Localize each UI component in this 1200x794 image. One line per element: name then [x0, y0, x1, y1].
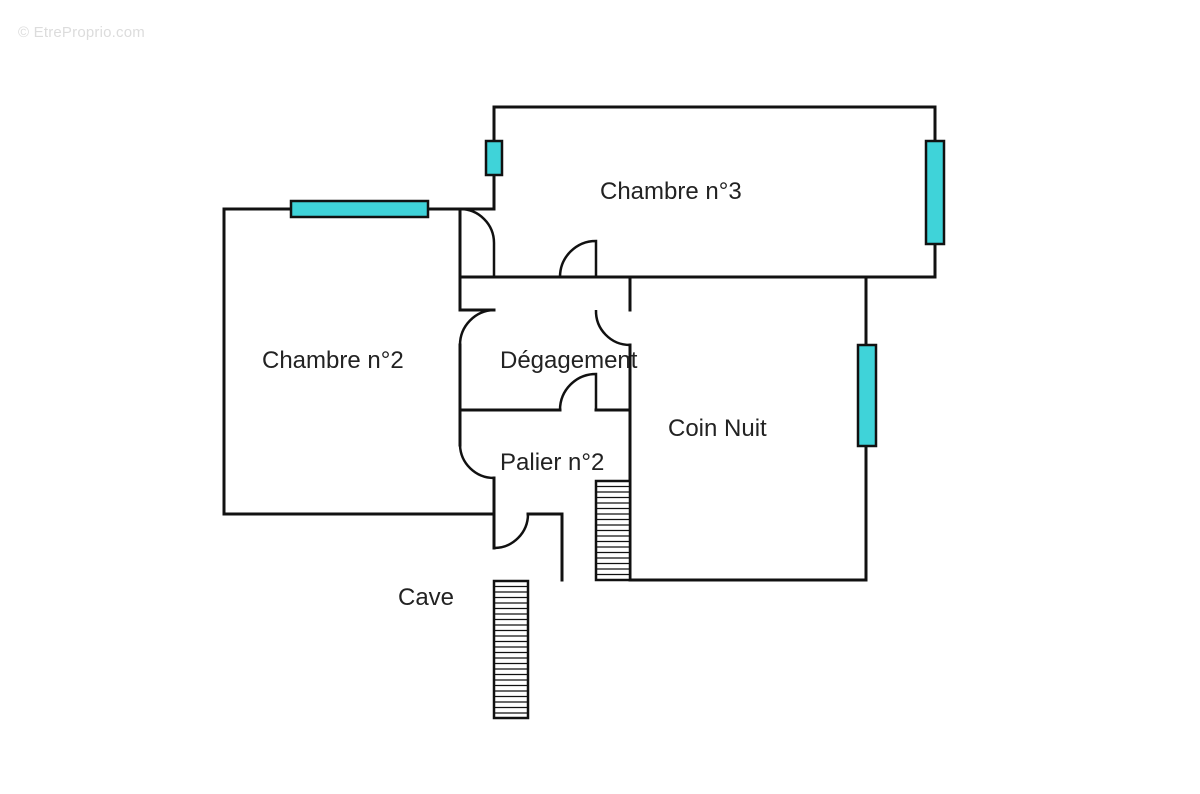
doors — [458, 207, 631, 550]
watermark: © EtreProprio.com — [18, 24, 145, 41]
windows — [289, 139, 946, 448]
door-swing-icon — [558, 372, 598, 411]
door-swing-icon — [458, 444, 495, 480]
label-chambre2: Chambre n°2 — [262, 347, 404, 374]
window-icon — [924, 139, 946, 246]
door-swing-icon — [459, 207, 496, 277]
room-labels: Chambre n°3 Chambre n°2 Dégagement Coin … — [262, 178, 767, 611]
label-palier2: Palier n°2 — [500, 449, 604, 476]
door-swing-icon — [458, 308, 495, 346]
staircase-icon — [492, 579, 530, 720]
window-icon — [289, 199, 430, 219]
door-swing-icon — [594, 309, 631, 347]
stairs-cave-frame — [492, 579, 530, 720]
label-chambre3: Chambre n°3 — [600, 178, 742, 205]
walls — [222, 105, 937, 582]
label-cave: Cave — [398, 584, 454, 611]
label-coin-nuit: Coin Nuit — [668, 415, 767, 442]
label-degagement: Dégagement — [500, 347, 638, 374]
staircase-icon — [594, 479, 632, 582]
wall-palier-bottom — [526, 512, 564, 582]
door-swing-icon — [493, 513, 530, 550]
window-icon — [856, 343, 878, 448]
window-icon — [484, 139, 504, 177]
door-swing-icon — [558, 239, 598, 278]
